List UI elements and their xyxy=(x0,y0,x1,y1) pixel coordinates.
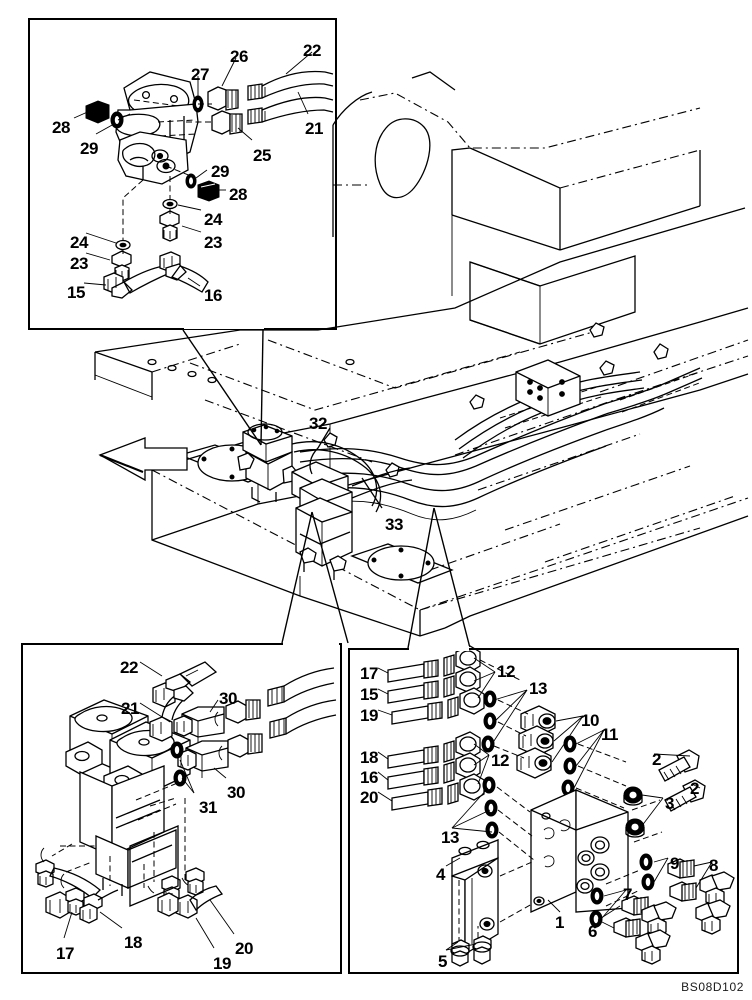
callout-20: 20 xyxy=(360,788,378,807)
callout-2: 2 xyxy=(690,779,699,798)
callout-6: 6 xyxy=(588,922,597,941)
drawing-number-watermark: BS08D102 xyxy=(681,980,744,994)
callout-31: 31 xyxy=(199,798,217,817)
callout-17: 17 xyxy=(360,664,378,683)
callout-19: 19 xyxy=(360,706,378,725)
callout-22: 22 xyxy=(303,41,321,60)
detail-panel-lower-right xyxy=(348,648,739,974)
callout-10: 10 xyxy=(581,711,599,730)
callout-21: 21 xyxy=(305,119,323,138)
callout-22: 22 xyxy=(120,658,138,677)
callout-11: 11 xyxy=(601,725,618,744)
callout-28: 28 xyxy=(52,118,70,137)
callout-1: 1 xyxy=(555,913,564,932)
callout-29: 29 xyxy=(80,139,98,158)
callout-23: 23 xyxy=(204,233,222,252)
callout-24: 24 xyxy=(204,210,222,229)
callout-21: 21 xyxy=(121,699,139,718)
callout-18: 18 xyxy=(124,933,142,952)
callout-20: 20 xyxy=(235,939,253,958)
callout-33: 33 xyxy=(385,515,403,534)
leader-notch-lower-left xyxy=(283,641,339,646)
callout-9: 9 xyxy=(670,854,679,873)
callout-8: 8 xyxy=(709,856,718,875)
callout-15: 15 xyxy=(360,685,378,704)
callout-29: 29 xyxy=(211,162,229,181)
callout-13: 13 xyxy=(441,828,459,847)
callout-27: 27 xyxy=(191,65,209,84)
callout-15: 15 xyxy=(67,283,85,302)
callout-2: 2 xyxy=(652,750,661,769)
callout-18: 18 xyxy=(360,748,378,767)
detail-panel-lower-left xyxy=(21,643,342,974)
callout-19: 19 xyxy=(213,954,231,973)
detail-panel-upper-left xyxy=(28,18,337,330)
callout-7: 7 xyxy=(623,885,632,904)
callout-26: 26 xyxy=(230,47,248,66)
callout-16: 16 xyxy=(360,768,378,787)
callout-28: 28 xyxy=(229,185,247,204)
callout-23: 23 xyxy=(70,254,88,273)
callout-12: 12 xyxy=(491,751,509,770)
callout-4: 4 xyxy=(436,865,445,884)
callout-5: 5 xyxy=(438,952,447,971)
callout-16: 16 xyxy=(204,286,222,305)
callout-17: 17 xyxy=(56,944,74,963)
leader-notch-lower-right xyxy=(409,646,469,651)
callout-3: 3 xyxy=(665,794,674,813)
callout-30: 30 xyxy=(227,783,245,802)
callout-30: 30 xyxy=(219,689,237,708)
callout-13: 13 xyxy=(529,679,547,698)
callout-25: 25 xyxy=(253,146,271,165)
callout-12: 12 xyxy=(497,662,515,681)
callout-32: 32 xyxy=(309,414,327,433)
callout-24: 24 xyxy=(70,233,88,252)
leader-notch-upper-left xyxy=(184,324,264,329)
